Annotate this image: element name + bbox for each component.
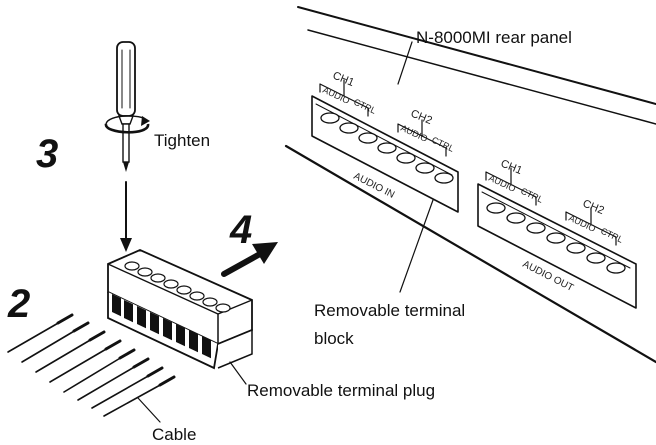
terminal-block-label-line2: block <box>314 329 354 348</box>
terminal-plug <box>107 249 253 370</box>
audio-in-ch1-label: CH1 <box>331 70 356 89</box>
terminal-plug-wire-slots <box>112 294 211 359</box>
terminal-block-label-line1: Removable terminal <box>314 301 465 320</box>
cable-label: Cable <box>152 425 196 444</box>
cable-leader <box>137 397 161 423</box>
audio-out-connector: CH1 AUDIO CTRL CH2 AUDIO CTRL AUDIO OUT <box>477 158 637 309</box>
audio-in-ch1-ctrl-label: CTRL <box>352 97 378 116</box>
audio-in-ch2-label: CH2 <box>409 108 434 127</box>
audio-out-ch1-ctrl-label: CTRL <box>519 186 545 205</box>
audio-in-ch2-audio-label: AUDIO <box>399 123 429 144</box>
cables <box>7 313 176 417</box>
terminal-plug-label: Removable terminal plug <box>247 381 435 400</box>
audio-in-connector: CH1 AUDIO CTRL CH2 AUDIO CTRL AUDIO IN <box>311 70 459 213</box>
screwdriver-icon <box>116 41 136 172</box>
rear-panel <box>284 6 656 364</box>
step-2-number: 2 <box>7 282 30 326</box>
terminal-plug-screw-holes <box>124 261 231 313</box>
rear-panel-leader <box>397 41 413 85</box>
audio-in-ch2-ctrl-label: CTRL <box>430 135 456 154</box>
rotate-arrow-icon <box>104 115 150 134</box>
audio-out-ch2-ctrl-label: CTRL <box>599 226 625 245</box>
tighten-label: Tighten <box>154 131 210 150</box>
terminal-plug-leader <box>229 361 247 385</box>
terminal-block-leader <box>399 199 434 293</box>
step-4-number: 4 <box>229 208 252 252</box>
audio-out-terminals <box>486 202 626 274</box>
audio-out-ch2-label: CH2 <box>581 198 606 217</box>
rear-panel-label: N-8000MI rear panel <box>416 28 572 47</box>
step-3-number: 3 <box>36 132 58 176</box>
down-arrow-icon <box>120 181 132 252</box>
insert-arrow-icon <box>221 242 278 277</box>
audio-in-terminals <box>320 112 454 184</box>
